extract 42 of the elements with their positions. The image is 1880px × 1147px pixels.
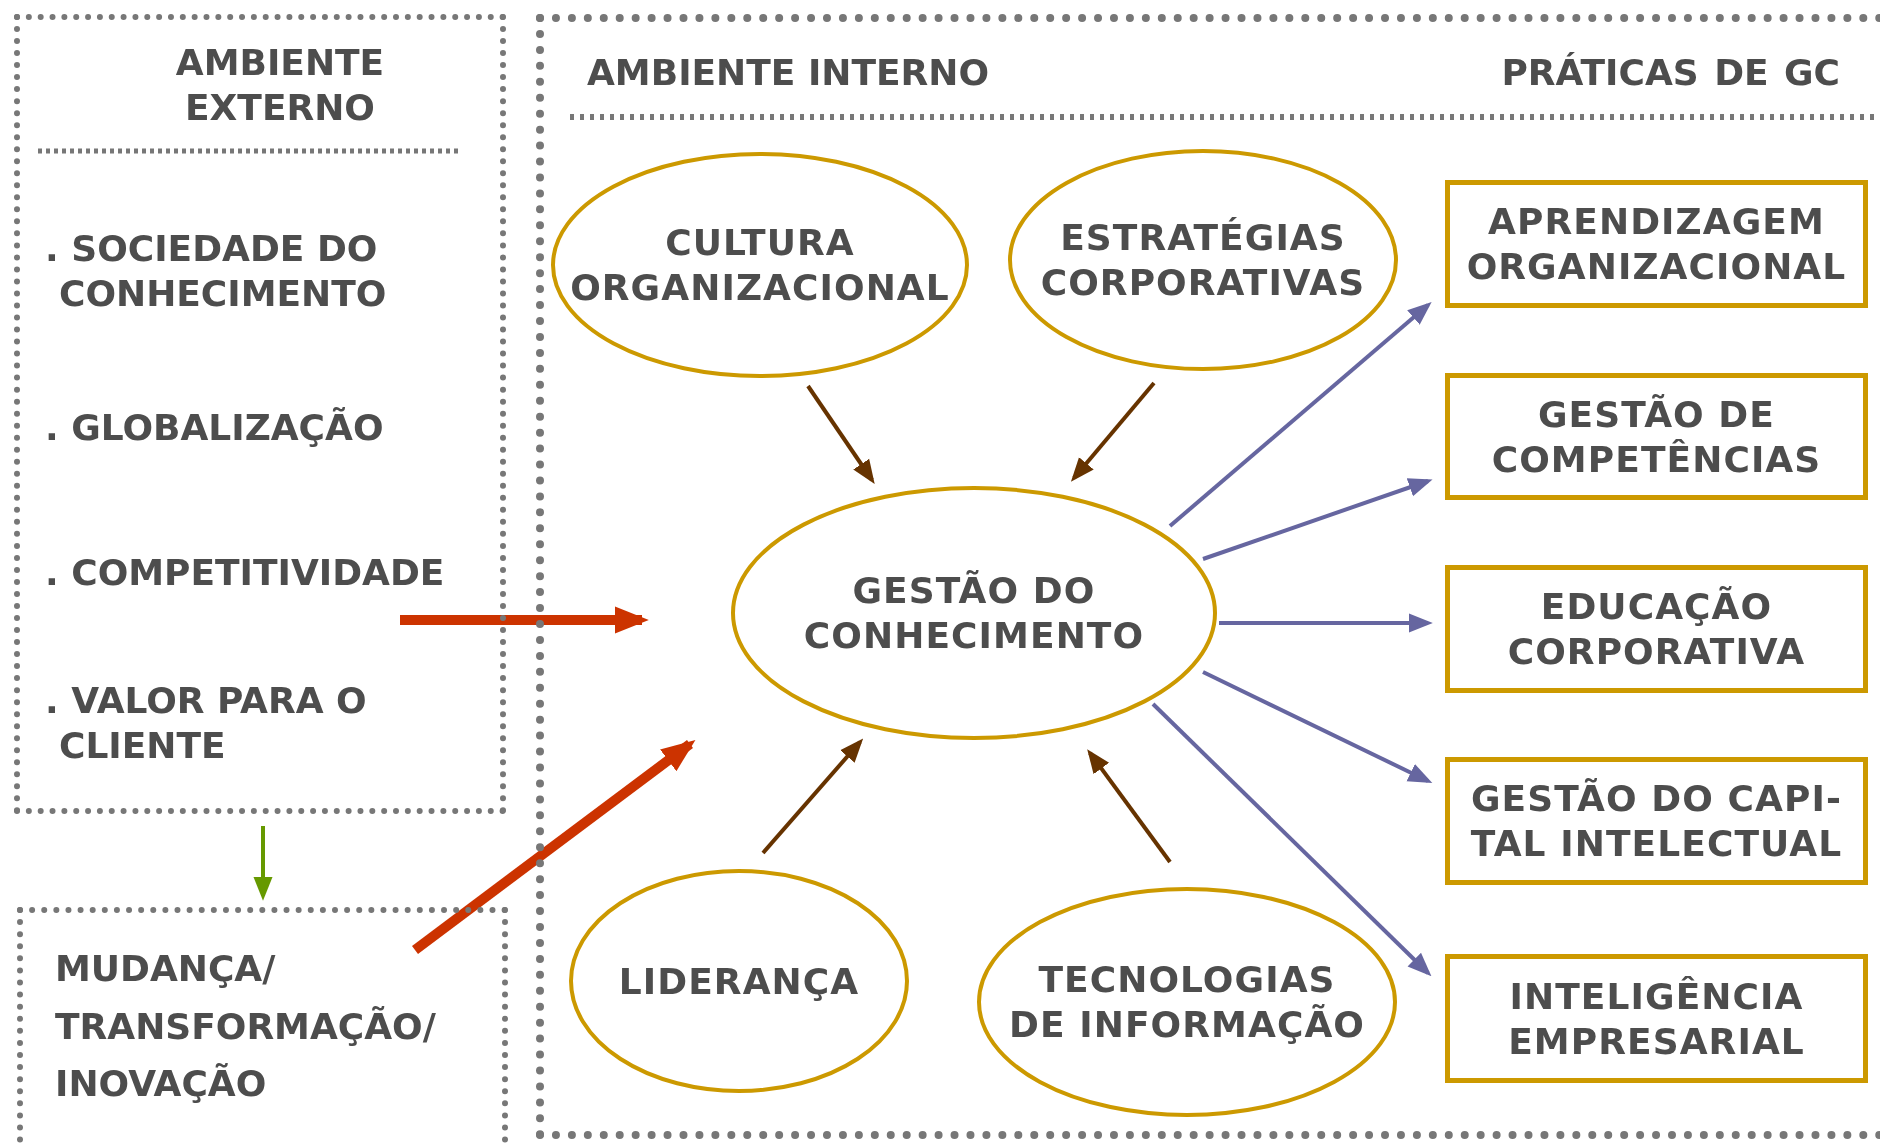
topic-ellipse	[976, 886, 1398, 1118]
dotted-panel	[536, 14, 1880, 1139]
arrow	[412, 739, 696, 954]
arrow	[1151, 702, 1432, 977]
arrow	[1087, 749, 1172, 864]
topic-ellipse	[730, 485, 1218, 741]
arrow	[1202, 670, 1433, 784]
arrow	[1219, 613, 1433, 633]
list-item: . VALOR PARA O CLIENTE	[45, 679, 368, 768]
arrow	[806, 384, 875, 484]
arrow	[253, 826, 273, 901]
arrow	[1202, 478, 1433, 561]
node-label: EDUCAÇÃO CORPORATIVA	[1506, 585, 1807, 674]
section-heading: PRÁTICAS DE GC	[1500, 51, 1840, 95]
node-label: INTELIGÊNCIA EMPRESARIAL	[1507, 974, 1806, 1064]
node-label: GESTÃO DO CONHECIMENTO	[802, 569, 1146, 658]
arrow	[1070, 381, 1156, 482]
practice-box	[1445, 373, 1868, 500]
practice-box	[1445, 565, 1868, 693]
node-label: MUDANÇA/ TRANSFORMAÇÃO/ INOVAÇÃO	[55, 947, 437, 1107]
arrow	[1168, 301, 1432, 528]
practice-box	[1445, 954, 1868, 1083]
section-heading: AMBIENTE EXTERNO	[174, 41, 386, 130]
list-item: . SOCIEDADE DO CONHECIMENTO	[45, 227, 388, 316]
node-label: TECNOLOGIAS DE INFORMAÇÃO	[1007, 958, 1367, 1047]
node-label: GESTÃO DE COMPETÊNCIAS	[1490, 392, 1823, 482]
section-heading: AMBIENTE INTERNO	[587, 51, 991, 95]
dotted-panel	[14, 14, 506, 814]
node-label: GESTÃO DO CAPI- TAL INTELECTUAL	[1469, 777, 1844, 866]
list-item: . GLOBALIZAÇÃO	[45, 406, 385, 450]
topic-ellipse	[1007, 148, 1399, 372]
topic-ellipse	[550, 151, 970, 379]
arrow	[761, 738, 864, 855]
node-label: LIDERANÇA	[618, 959, 860, 1004]
topic-ellipse	[568, 868, 910, 1094]
practice-box	[1445, 180, 1868, 308]
list-item: . COMPETITIVIDADE	[45, 551, 446, 595]
node-label: ESTRATÉGIAS CORPORATIVAS	[1039, 216, 1367, 305]
practice-box	[1445, 757, 1868, 885]
arrow	[400, 606, 649, 634]
node-label: CULTURA ORGANIZACIONAL	[569, 221, 951, 310]
node-label: APRENDIZAGEM ORGANIZACIONAL	[1465, 200, 1848, 289]
